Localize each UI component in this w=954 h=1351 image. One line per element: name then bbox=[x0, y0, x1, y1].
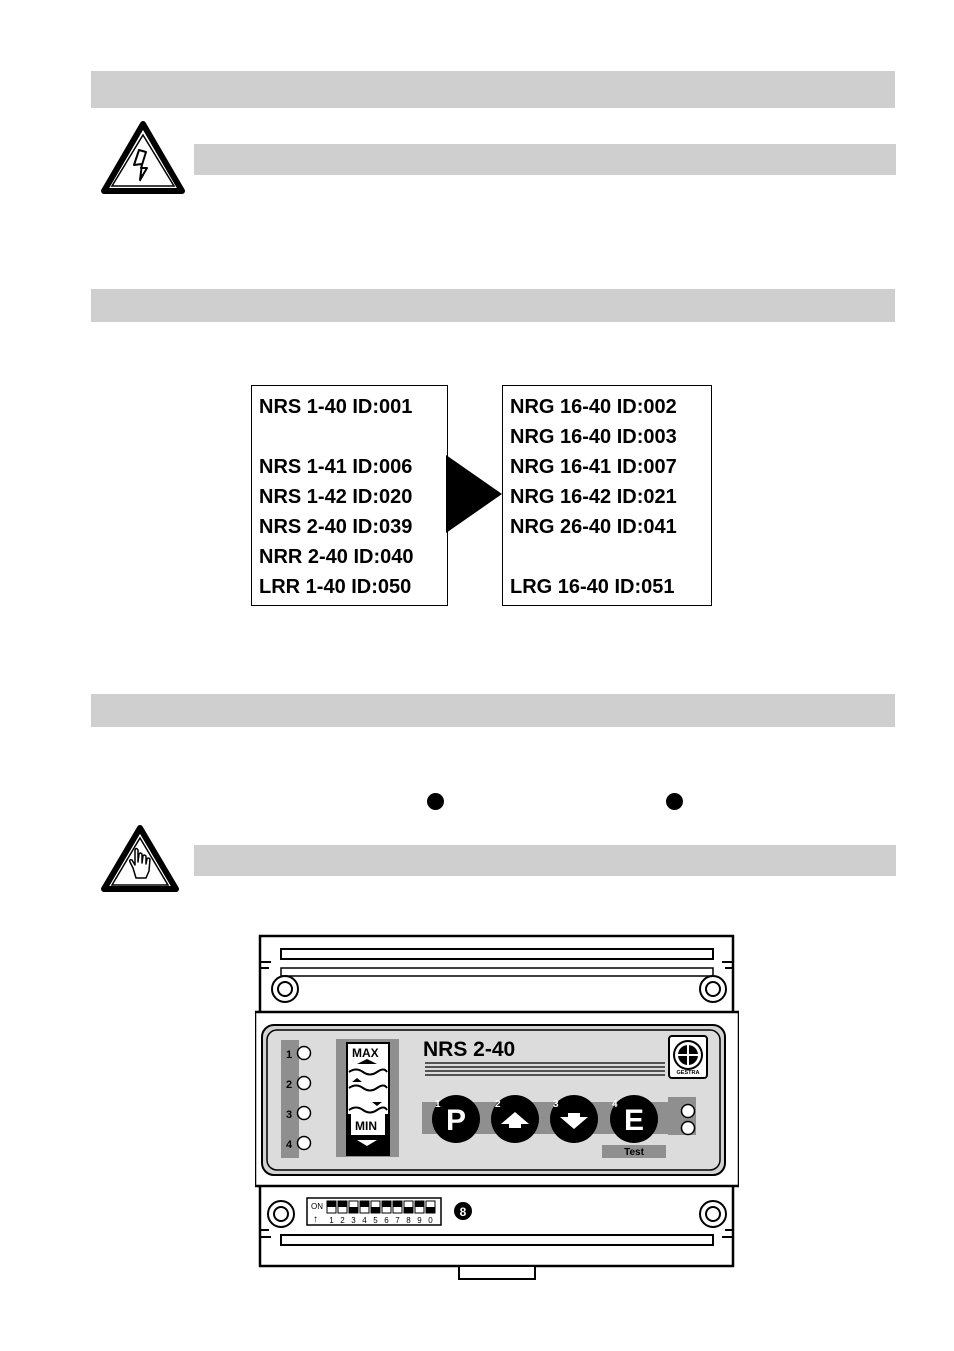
electrode-id-line: NRG 16-40 ID:002 bbox=[510, 396, 677, 418]
master-id-line: NRR 2-40 ID:040 bbox=[259, 546, 414, 568]
master-id-list: NRS 1-40 ID:001 NRS 1-41 ID:006 NRS 1-42… bbox=[251, 385, 448, 606]
master-id-line: NRS 2-40 ID:039 bbox=[259, 516, 413, 538]
dip-number-label: 9 bbox=[417, 1216, 422, 1225]
nrs-2-40-device-drawing: 1 2 3 4 MAX MIN NRS 2-40 GESTRA P 1 bbox=[255, 934, 739, 1280]
electrode-id-line: NRG 16-41 ID:007 bbox=[510, 456, 677, 478]
dip-number-label: 0 bbox=[428, 1216, 433, 1225]
status-led-3 bbox=[296, 1105, 312, 1121]
section-header-bar-2 bbox=[91, 289, 895, 322]
callout-number: 8 bbox=[460, 1205, 467, 1219]
button-number-2: 2 bbox=[495, 1099, 501, 1110]
bullet-dot bbox=[427, 793, 444, 810]
button-number-4: 4 bbox=[612, 1099, 618, 1110]
down-button[interactable]: 3 bbox=[550, 1095, 598, 1143]
dip-number-label: 1 bbox=[329, 1216, 334, 1225]
dip-on-label: ON bbox=[311, 1202, 323, 1211]
dip-number-label: 4 bbox=[362, 1216, 367, 1225]
dip-switch-knob bbox=[360, 1201, 369, 1207]
din-rail-clip bbox=[458, 1265, 536, 1280]
test-label-plate bbox=[602, 1145, 666, 1158]
button-number-1: 1 bbox=[435, 1099, 441, 1110]
master-id-line: NRS 1-41 ID:006 bbox=[259, 456, 413, 478]
dip-switch-knob bbox=[415, 1201, 424, 1207]
status-led-4 bbox=[296, 1135, 312, 1151]
status-led-2 bbox=[296, 1075, 312, 1091]
section-header-bar-1 bbox=[91, 71, 895, 108]
dip-switch-knob bbox=[349, 1207, 358, 1213]
indicator-led-upper bbox=[680, 1103, 696, 1119]
master-id-line: NRS 1-40 ID:001 bbox=[259, 396, 413, 418]
p-button[interactable]: P 1 bbox=[432, 1095, 480, 1143]
dip-number-label: 5 bbox=[373, 1216, 378, 1225]
led-number-1: 1 bbox=[286, 1049, 292, 1061]
button-number-3: 3 bbox=[553, 1099, 559, 1110]
dip-switch-knob bbox=[338, 1201, 347, 1207]
brand-label: GESTRA bbox=[677, 1070, 700, 1076]
master-id-line: LRR 1-40 ID:050 bbox=[259, 576, 412, 598]
e-button[interactable]: E 4 bbox=[610, 1095, 658, 1143]
attention-header-bar bbox=[194, 845, 896, 876]
dip-number-label: 7 bbox=[395, 1216, 400, 1225]
status-led-1 bbox=[296, 1045, 312, 1061]
indicator-led-lower bbox=[680, 1120, 696, 1136]
arrow-right-icon bbox=[446, 455, 502, 533]
level-max-label: MAX bbox=[352, 1046, 379, 1060]
dip-switch-knob bbox=[404, 1207, 413, 1213]
led-number-2: 2 bbox=[286, 1079, 292, 1091]
p-button-symbol: P bbox=[446, 1104, 466, 1137]
gestra-logo-icon: GESTRA bbox=[668, 1035, 708, 1079]
led-number-3: 3 bbox=[286, 1109, 292, 1121]
level-min-label: MIN bbox=[355, 1119, 377, 1133]
led-number-4: 4 bbox=[286, 1139, 293, 1151]
device-model-label: NRS 2-40 bbox=[423, 1038, 515, 1061]
down-arrow-icon bbox=[560, 1113, 588, 1129]
dip-number-label: 8 bbox=[406, 1216, 411, 1225]
electrode-id-line: LRG 16-40 ID:051 bbox=[510, 576, 675, 598]
callout-badge bbox=[454, 1202, 472, 1220]
up-button[interactable]: 2 bbox=[491, 1095, 539, 1143]
dip-switch-knob bbox=[327, 1201, 336, 1207]
electrode-id-line: NRG 26-40 ID:041 bbox=[510, 516, 677, 538]
dip-number-label: 3 bbox=[351, 1216, 356, 1225]
hand-caution-warning-icon bbox=[101, 825, 179, 892]
danger-header-bar bbox=[194, 144, 896, 175]
dip-switch-knob bbox=[371, 1207, 380, 1213]
dip-switch-knob bbox=[393, 1201, 402, 1207]
dip-number-label: 2 bbox=[340, 1216, 345, 1225]
electrode-id-line: NRG 16-42 ID:021 bbox=[510, 486, 677, 508]
section-header-bar-3 bbox=[91, 694, 895, 727]
electrode-id-line: NRG 16-40 ID:003 bbox=[510, 426, 677, 448]
e-button-symbol: E bbox=[624, 1104, 644, 1137]
dip-switch-knob bbox=[382, 1201, 391, 1207]
master-id-line: NRS 1-42 ID:020 bbox=[259, 486, 413, 508]
test-label: Test bbox=[624, 1147, 644, 1158]
up-arrow-icon bbox=[501, 1112, 529, 1128]
high-voltage-warning-icon bbox=[101, 121, 185, 194]
bullet-dot bbox=[666, 793, 683, 810]
dip-on-arrow-icon: ↑ bbox=[313, 1214, 318, 1225]
dip-number-label: 6 bbox=[384, 1216, 389, 1225]
dip-switch-knob bbox=[426, 1207, 435, 1213]
electrode-id-list: NRG 16-40 ID:002 NRG 16-40 ID:003 NRG 16… bbox=[502, 385, 712, 606]
